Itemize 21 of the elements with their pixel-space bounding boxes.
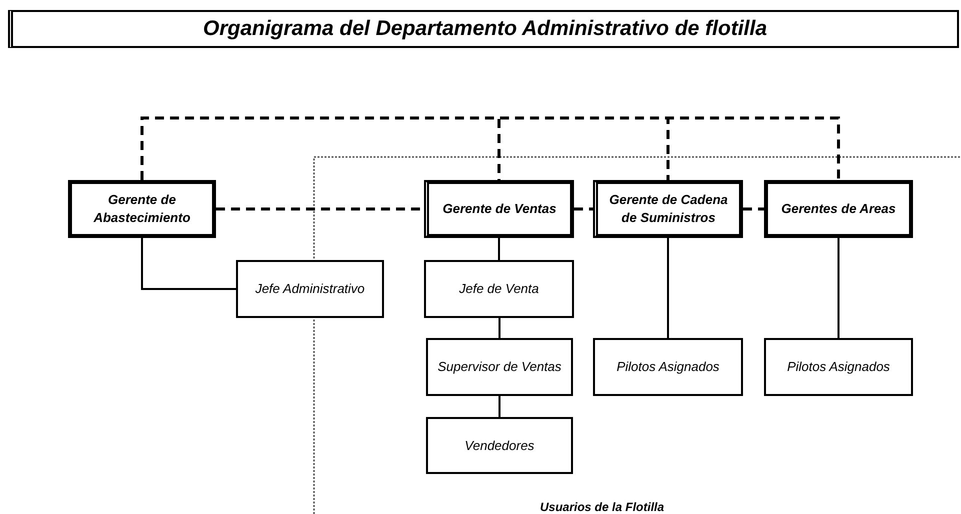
- connector-line: [667, 238, 669, 338]
- manager-box: Gerente de Cadena de Suministros: [593, 180, 743, 238]
- role-box: Supervisor de Ventas: [426, 338, 573, 396]
- dashed-connector: [743, 208, 764, 210]
- role-box: Vendedores: [426, 417, 573, 474]
- manager-box: Gerente de Abastecimiento: [68, 180, 216, 238]
- connector-line: [498, 396, 500, 417]
- dashed-connector: [140, 116, 840, 180]
- connector-line: [498, 238, 500, 260]
- manager-box: Gerentes de Areas: [764, 180, 913, 238]
- role-box: Jefe Administrativo: [236, 260, 384, 318]
- connector-line: [141, 238, 236, 290]
- role-box: Jefe de Venta: [424, 260, 574, 318]
- manager-box: Gerente de Ventas: [424, 180, 574, 238]
- region-label: Usuarios de la Flotilla: [540, 500, 664, 514]
- connector-line: [838, 238, 840, 338]
- role-box: Pilotos Asignados: [764, 338, 913, 396]
- role-box: Pilotos Asignados: [593, 338, 743, 396]
- connector-line: [498, 318, 500, 338]
- dashed-connector: [574, 208, 593, 210]
- title-banner: Organigrama del Departamento Administrativo de flotilla: [8, 10, 959, 48]
